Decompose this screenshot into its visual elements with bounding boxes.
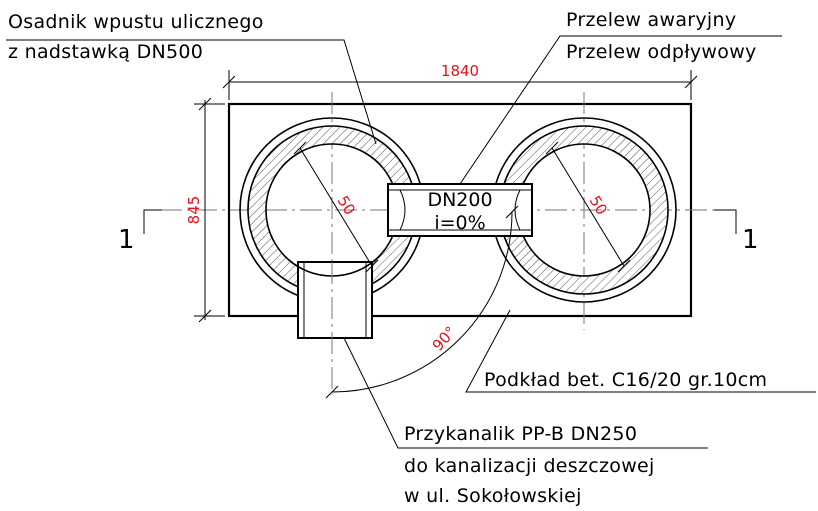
wall-thickness-dimensions xyxy=(293,141,631,273)
height-dimension-line xyxy=(194,97,225,323)
right-wall-dimension: 50 xyxy=(586,192,611,218)
settler-label-line2: z nadstawką DN500 xyxy=(8,41,203,63)
section-marker-right xyxy=(714,209,737,234)
outlet-connector-pipe xyxy=(287,260,377,395)
overflow-label-line1: Przelew awaryjny xyxy=(566,9,736,31)
width-dimension-line xyxy=(222,70,698,100)
connector-label-line3: w ul. Sokołowskiej xyxy=(404,485,582,507)
settler-leader xyxy=(6,39,377,145)
overflow-label-line2: Przelew odpływowy xyxy=(566,41,757,63)
height-dimension: 845 xyxy=(185,196,203,225)
left-wall-dimension: 50 xyxy=(334,192,359,218)
base-label: Podkład bet. C16/20 gr.10cm xyxy=(484,369,767,391)
overflow-leader xyxy=(459,35,782,185)
base-leader xyxy=(465,309,816,393)
pipe-slope-label: i=0% xyxy=(434,212,485,234)
angle-arc xyxy=(331,211,513,393)
connector-label-line2: do kanalizacji deszczowej xyxy=(404,455,655,477)
pipe-diameter-label: DN200 xyxy=(427,189,492,211)
width-dimension: 1840 xyxy=(441,62,479,80)
section-label-right: 1 xyxy=(742,225,759,255)
settler-label-line1: Osadnik wpustu ulicznego xyxy=(8,11,264,33)
connector-label-line1: Przykanalik PP-B DN250 xyxy=(404,423,637,445)
section-marker-left xyxy=(143,209,162,234)
connector-leader xyxy=(343,337,708,449)
angle-dimension: 90° xyxy=(429,323,460,355)
section-label-left: 1 xyxy=(118,225,135,255)
